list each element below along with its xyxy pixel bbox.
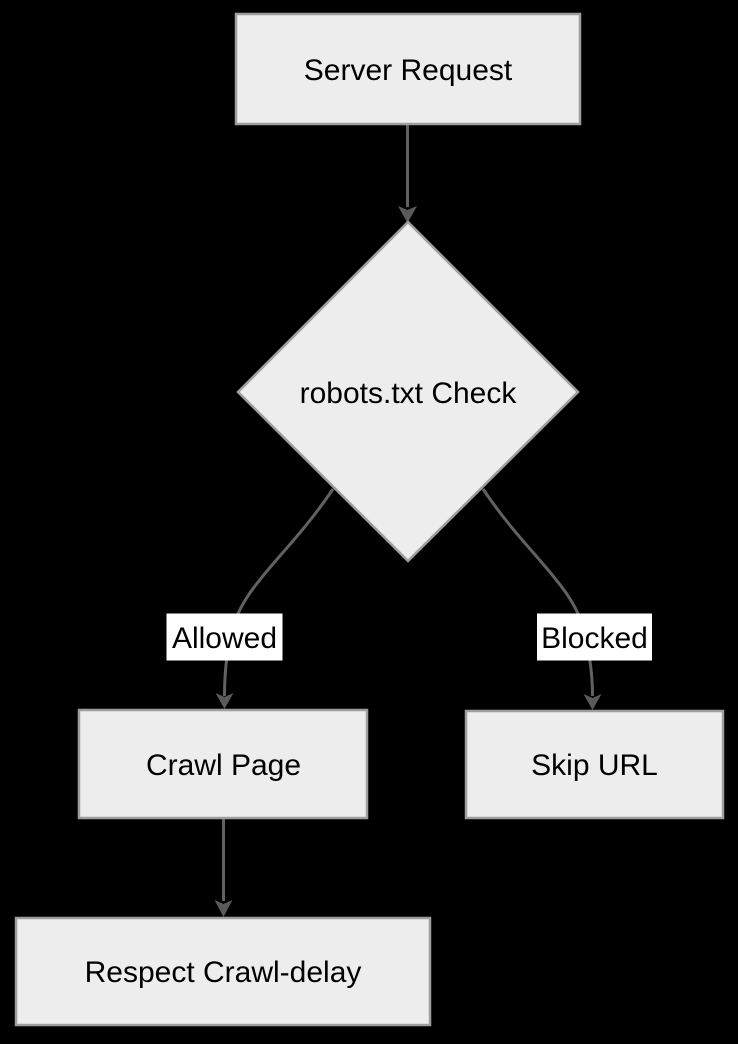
node-label: Crawl Page xyxy=(146,749,301,782)
node-crawl-page: Crawl Page xyxy=(77,708,369,820)
edge-label-blocked: Blocked xyxy=(541,622,648,655)
arrowhead-icon xyxy=(583,694,602,710)
edge-server-request-to-robots-check xyxy=(398,124,417,223)
edge-robots-check-to-skip-url: Blocked xyxy=(481,488,652,710)
edge-robots-check-to-crawl-page: Allowed xyxy=(166,488,335,709)
edge-label-background xyxy=(166,613,283,661)
node-server-request: Server Request xyxy=(234,12,582,126)
node-label: robots.txt Check xyxy=(300,377,518,410)
arrowhead-icon xyxy=(215,693,234,709)
node-rectangle xyxy=(464,709,725,820)
node-rectangle xyxy=(234,12,582,126)
node-label: Respect Crawl-delay xyxy=(85,956,362,989)
edge-line xyxy=(223,488,335,697)
node-rectangle xyxy=(14,916,432,1027)
edge-label-background xyxy=(537,613,652,661)
decision-diamond xyxy=(236,220,580,563)
arrowhead-icon xyxy=(398,206,417,223)
edge-crawl-page-to-respect-crawl-delay xyxy=(214,819,233,917)
node-robots-check: robots.txt Check xyxy=(236,220,580,563)
node-respect-crawl-delay: Respect Crawl-delay xyxy=(14,916,432,1027)
node-label: Skip URL xyxy=(531,749,658,782)
node-rectangle xyxy=(77,708,369,820)
edge-label-allowed: Allowed xyxy=(172,622,277,655)
arrowhead-icon xyxy=(214,900,233,917)
edge-line xyxy=(481,488,594,697)
node-skip-url: Skip URL xyxy=(464,709,725,820)
node-label: Server Request xyxy=(304,54,513,87)
